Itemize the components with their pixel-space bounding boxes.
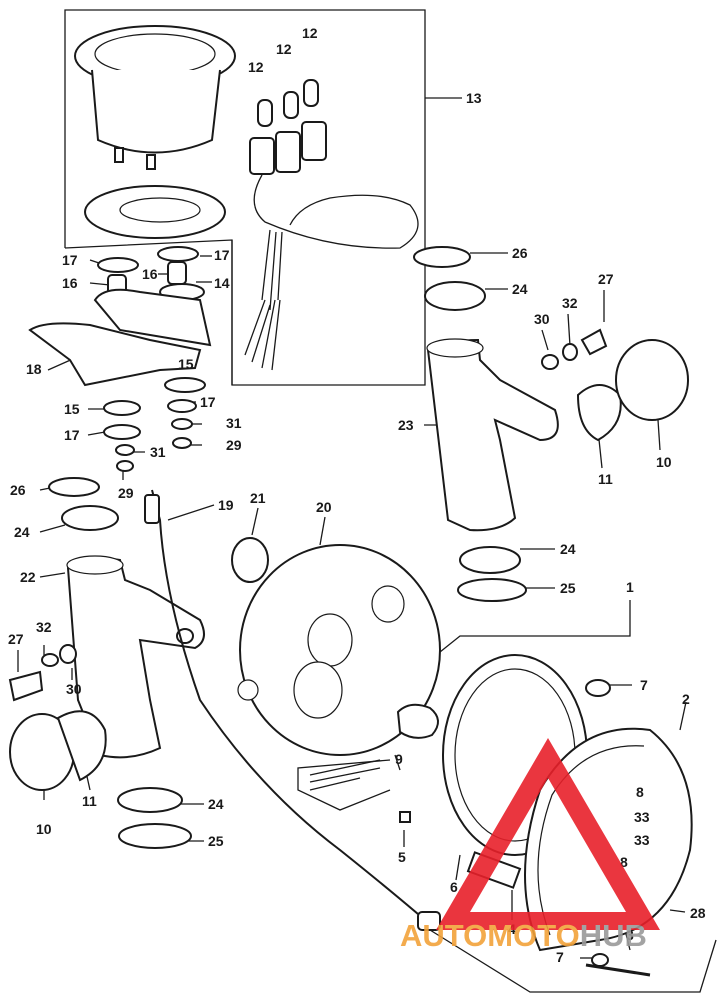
callout-17-d: 17: [64, 427, 80, 443]
parts-left-fork-cover: [8, 477, 205, 849]
callout-30-left: 30: [66, 681, 82, 697]
callout-33-upper: 33: [634, 809, 650, 825]
callout-9: 9: [395, 751, 403, 767]
callout-17-a: 17: [62, 252, 78, 268]
callout-17-b: 17: [214, 247, 230, 263]
callout-3: 3: [626, 927, 634, 943]
callout-12-a: 12: [248, 59, 264, 75]
callout-20: 20: [316, 499, 332, 515]
callout-28: 28: [690, 905, 706, 921]
callout-29-upper: 29: [226, 437, 242, 453]
callout-10-right: 10: [656, 454, 672, 470]
callout-7-upper: 7: [640, 677, 648, 693]
callout-16-right: 16: [142, 266, 158, 282]
callout-21: 21: [250, 490, 266, 506]
callout-15-upper: 15: [178, 356, 194, 372]
watermark-triangle: [436, 738, 660, 930]
callout-25-right: 25: [560, 580, 576, 596]
callout-31-upper: 31: [226, 415, 242, 431]
callout-18: 18: [26, 361, 42, 377]
part-13-meter-assembly: [74, 25, 419, 371]
callout-24-a: 24: [512, 281, 528, 297]
callout-26-left: 26: [10, 482, 26, 498]
callout-31-lower: 31: [150, 444, 166, 460]
callout-12-b: 12: [276, 41, 292, 57]
callout-26-right: 26: [512, 245, 528, 261]
callout-2: 2: [682, 691, 690, 707]
parts-right-fork-cover: [413, 246, 689, 602]
bulbs: [249, 79, 327, 175]
callout-24-c: 24: [560, 541, 576, 557]
callout-5: 5: [398, 849, 406, 865]
callout-6: 6: [450, 879, 458, 895]
callout-22: 22: [20, 569, 36, 585]
callout-25-left: 25: [208, 833, 224, 849]
callout-29-lower: 29: [118, 485, 134, 501]
callout-32-right: 32: [562, 295, 578, 311]
callout-17-c: 17: [200, 394, 216, 410]
callout-12-c: 12: [302, 25, 318, 41]
callout-7-lower: 7: [556, 949, 564, 965]
callout-19: 19: [218, 497, 234, 513]
callout-13: 13: [466, 90, 482, 106]
callout-27-left: 27: [8, 631, 24, 647]
part-20-headlight-case: [231, 537, 441, 756]
callout-23: 23: [398, 417, 414, 433]
callout-24-d: 24: [208, 796, 224, 812]
callout-10-left: 10: [36, 821, 52, 837]
callout-8-lower: 8: [620, 854, 628, 870]
part-19-speedo-cable: [144, 489, 441, 931]
callout-8-upper: 8: [636, 784, 644, 800]
callout-30-right: 30: [534, 311, 550, 327]
callout-11-right: 11: [598, 471, 613, 487]
callout-14: 14: [214, 275, 230, 291]
callout-24-b: 24: [14, 524, 30, 540]
watermark-moto: MOTO: [487, 918, 579, 953]
callout-1: 1: [626, 579, 634, 595]
callout-32-left: 32: [36, 619, 52, 635]
callout-16-left: 16: [62, 275, 78, 291]
callout-11-left: 11: [82, 793, 97, 809]
watermark-hub: HUB: [580, 918, 647, 953]
svg-text:AUTOMOTOHUB: AUTOMOTOHUB: [400, 918, 647, 953]
callouts: 1 2 3 4 5 6 7 7 8 8 9 10 10 11 11 12 12 …: [8, 25, 706, 965]
callout-33-lower: 33: [634, 832, 650, 848]
callout-27-right: 27: [598, 271, 614, 287]
watermark-auto: AUTO: [400, 918, 487, 953]
watermark-logo: AUTOMOTOHUB: [400, 738, 660, 953]
callout-15-lower: 15: [64, 401, 80, 417]
parts-bracket-left-upper: [28, 246, 212, 472]
